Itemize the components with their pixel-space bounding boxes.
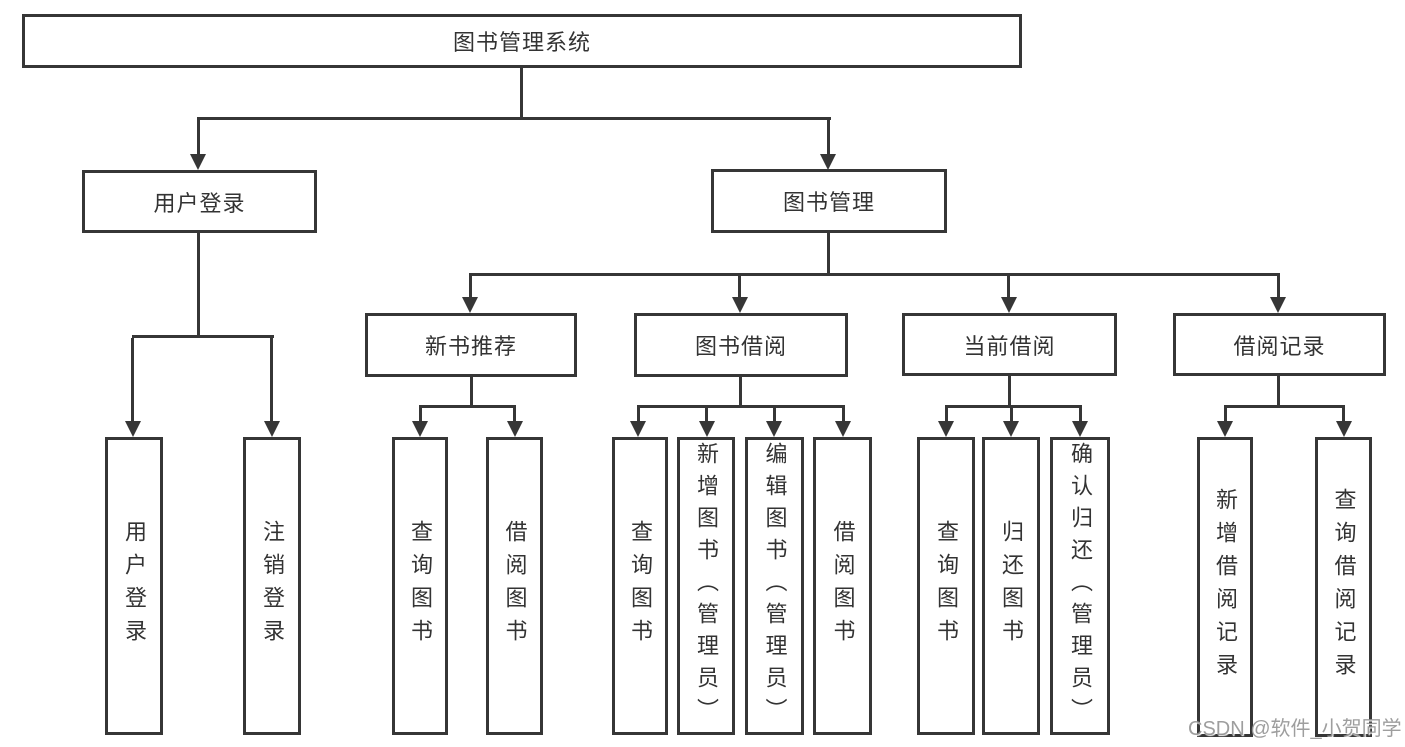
node-book-borrow-label: 图书借阅 [694,334,787,359]
connector-line [513,408,516,423]
leaf-add-borrow-record-label: 新增借阅记录 [1213,488,1238,686]
connector-arrow [1336,421,1352,437]
leaf-add-books-admin-label: 新增图书（管理员） [694,442,719,730]
leaf-borrow-books-label: 借阅图书 [502,520,528,652]
leaf-logout: 注销登录 [243,437,301,735]
connector-arrow [630,421,646,437]
connector-arrow [732,297,748,313]
leaf-confirm-return-admin-label: 确认归还（管理员） [1068,442,1093,730]
leaf-query-books: 查询图书 [392,437,448,735]
leaf-confirm-return-admin: 确认归还（管理员） [1050,437,1110,735]
leaf-add-borrow-record: 新增借阅记录 [1197,437,1253,737]
leaf-query-books: 查询图书 [917,437,975,735]
connector-arrow [507,421,523,437]
connector-arrow [1001,297,1017,313]
connector-line [469,276,472,301]
connector-line [470,375,473,407]
connector-line [705,408,708,423]
leaf-user-login-label: 用户登录 [122,520,147,652]
connector-line [197,231,200,337]
connector-line [1079,408,1082,423]
connector-line [1224,405,1345,408]
connector-arrow [699,421,715,437]
connector-line [842,408,845,423]
connector-line [1277,276,1280,301]
leaf-user-login: 用户登录 [105,437,163,735]
leaf-query-borrow-record: 查询借阅记录 [1315,437,1372,737]
connector-line [1008,375,1011,407]
connector-arrow [1217,421,1233,437]
node-current-borrow: 当前借阅 [902,313,1117,376]
leaf-query-books-label: 查询图书 [934,520,959,652]
leaf-query-books-label: 查询图书 [628,520,653,652]
connector-line [131,338,134,423]
connector-line [419,405,516,408]
connector-line [520,67,523,120]
leaf-edit-books-admin: 编辑图书（管理员） [745,437,804,735]
node-book-management-label: 图书管理 [782,190,875,215]
connector-line [637,408,640,423]
node-user-login: 用户登录 [82,170,317,233]
connector-arrow [1003,421,1019,437]
node-borrow-records-label: 借阅记录 [1233,333,1326,359]
leaf-query-books: 查询图书 [612,437,668,735]
connector-line [773,408,776,423]
connector-line [637,405,845,408]
connector-arrow [190,154,206,170]
connector-line [1277,375,1280,407]
connector-arrow [412,421,428,437]
connector-arrow [938,421,954,437]
node-root-label: 图书管理系统 [452,30,591,55]
connector-line [827,231,830,275]
connector-line [1224,408,1227,423]
node-user-login-label: 用户登录 [153,190,246,216]
connector-line [945,408,948,423]
leaf-edit-books-admin-label: 编辑图书（管理员） [762,442,788,730]
leaf-query-borrow-record-label: 查询借阅记录 [1331,488,1357,686]
connector-line [738,276,741,301]
connector-arrow [835,421,851,437]
connector-arrow [1270,297,1286,313]
node-current-borrow-label: 当前借阅 [963,333,1056,359]
connector-arrow [820,154,836,170]
leaf-query-books-label: 查询图书 [408,520,433,652]
connector-line [827,120,830,159]
connector-line [132,335,274,338]
csdn-watermark: CSDN @软件_小贺同学 [1188,718,1402,740]
connector-line [1007,276,1010,301]
connector-arrow [264,421,280,437]
connector-arrow [125,421,141,437]
connector-line [469,273,1280,276]
connector-arrow [766,421,782,437]
node-book-management: 图书管理 [711,169,947,233]
leaf-return-books: 归还图书 [982,437,1040,735]
leaf-borrow-books: 借阅图书 [813,437,872,735]
leaf-return-books-label: 归还图书 [999,520,1024,652]
leaf-borrow-books: 借阅图书 [486,437,543,735]
node-book-borrow: 图书借阅 [634,313,848,377]
leaf-borrow-books-label: 借阅图书 [830,520,856,652]
connector-line [419,408,422,423]
connector-line [945,405,1082,408]
connector-line [1342,408,1345,423]
node-new-book-recommend: 新书推荐 [365,313,577,377]
connector-line [1010,408,1013,423]
connector-line [197,120,200,159]
leaf-add-books-admin: 新增图书（管理员） [677,437,735,735]
connector-line [270,338,273,423]
node-borrow-records: 借阅记录 [1173,313,1386,376]
connector-arrow [1072,421,1088,437]
node-new-book-recommend-label: 新书推荐 [424,334,517,359]
connector-line [197,117,831,120]
leaf-logout-label: 注销登录 [260,520,285,652]
node-root: 图书管理系统 [22,14,1022,68]
connector-arrow [462,297,478,313]
connector-line [739,375,742,407]
